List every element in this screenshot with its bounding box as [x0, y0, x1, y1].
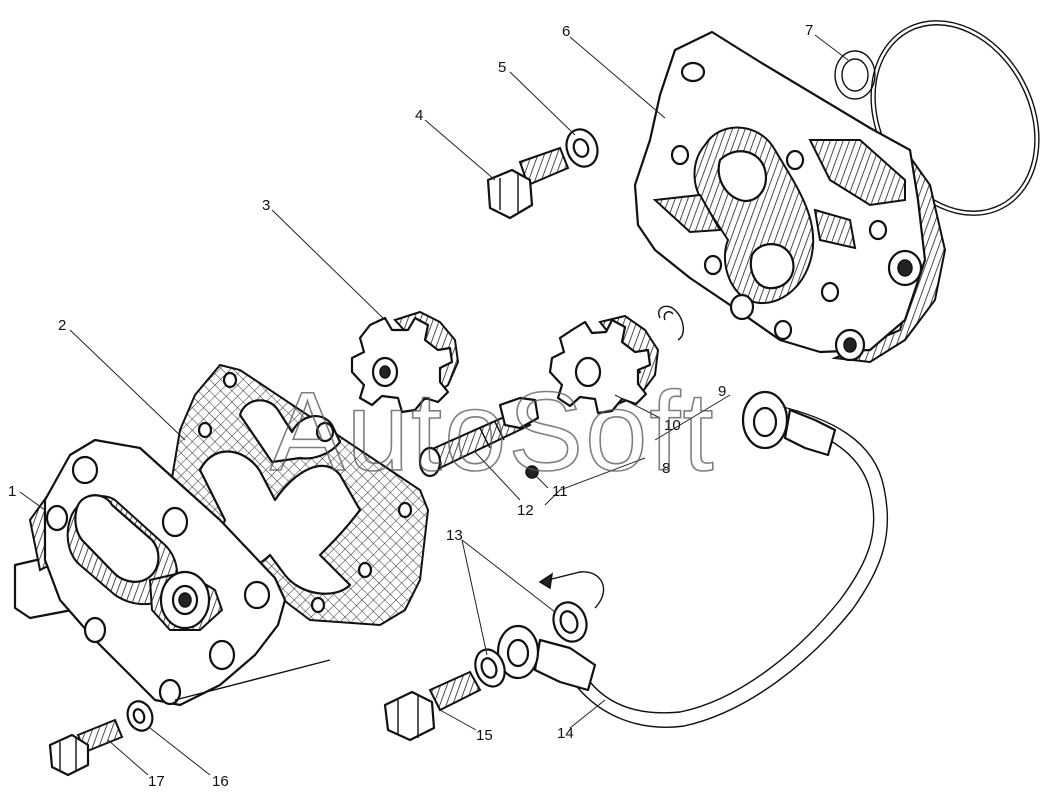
snap-ring-9 — [658, 305, 684, 341]
callout-9: 9 — [718, 383, 726, 400]
callout-16: 16 — [212, 773, 229, 790]
callout-15: 15 — [476, 727, 493, 744]
callout-14: 14 — [557, 725, 574, 742]
callout-4: 4 — [415, 107, 423, 124]
drive-shaft-12 — [418, 396, 540, 478]
bolt-4 — [486, 146, 570, 220]
washers-13 — [474, 601, 588, 688]
callout-8: 8 — [662, 460, 670, 477]
pump-cover-1 — [13, 438, 331, 707]
callout-1: 1 — [8, 483, 16, 500]
callout-6: 6 — [562, 23, 570, 40]
washer-5 — [565, 128, 599, 168]
callout-3: 3 — [262, 197, 270, 214]
callout-5: 5 — [498, 59, 506, 76]
callout-labels: 1 2 3 4 5 6 7 8 9 10 11 12 13 14 15 16 1… — [8, 22, 813, 790]
callout-11: 11 — [552, 483, 568, 500]
callout-12: 12 — [517, 502, 534, 519]
washer-16 — [126, 700, 154, 732]
flow-arrow — [538, 571, 605, 609]
callout-13: 13 — [446, 527, 463, 544]
callout-17: 17 — [148, 773, 165, 790]
callout-10: 10 — [664, 417, 681, 434]
banjo-bolt-15 — [383, 670, 482, 742]
leader-lines — [19, 34, 849, 776]
oil-tube-8 — [496, 390, 889, 728]
drive-gear-3 — [350, 310, 460, 414]
bolt-17 — [48, 718, 124, 777]
callout-2: 2 — [58, 317, 66, 334]
driven-gear-10 — [548, 314, 660, 415]
callout-7: 7 — [805, 22, 813, 39]
watermark: AutoSoft — [270, 369, 716, 494]
pump-body-housing — [633, 30, 947, 364]
